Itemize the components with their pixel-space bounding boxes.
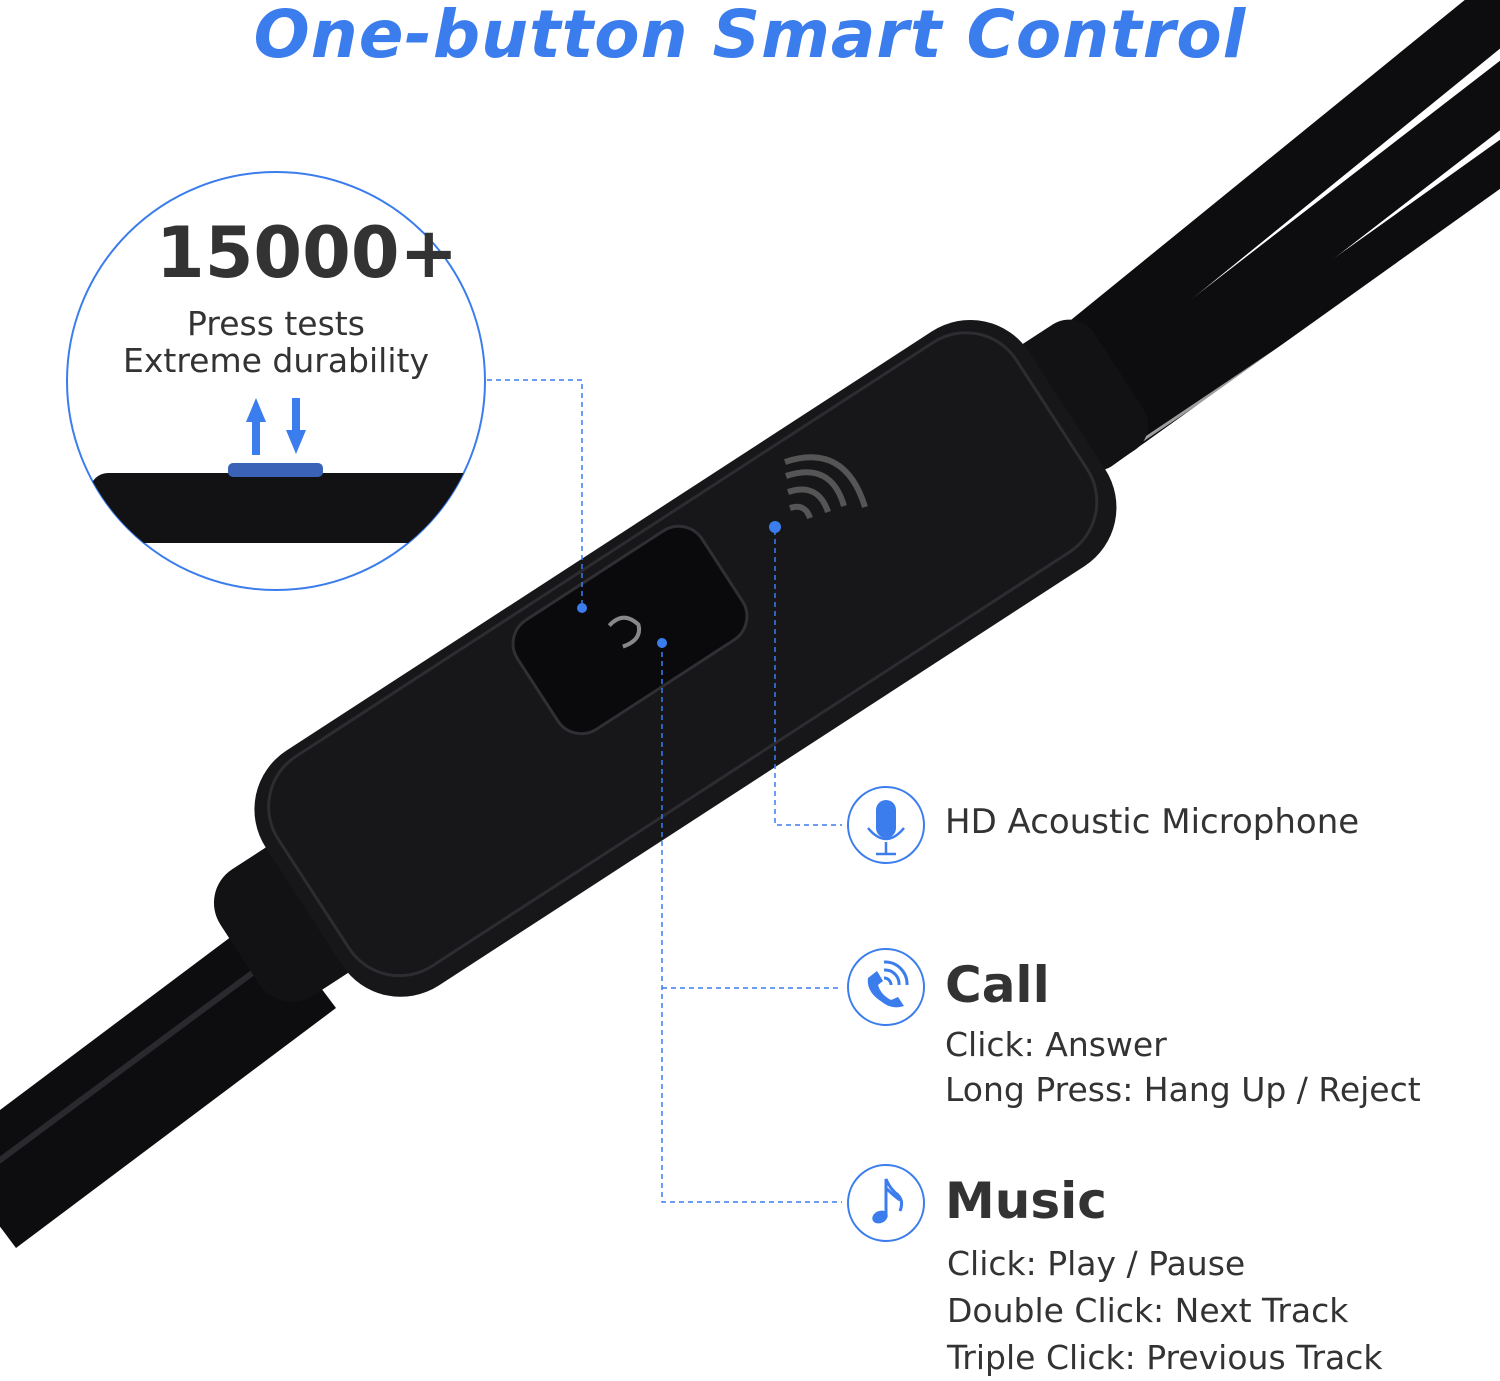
cable-bottom: [0, 912, 336, 1248]
press-arrows-icon: [246, 398, 306, 455]
press-tests-label: Press tests: [187, 304, 365, 343]
connector-lines: [487, 379, 842, 1203]
music-title: Music: [945, 1172, 1107, 1230]
call-long-press: Long Press: Hang Up / Reject: [945, 1070, 1421, 1109]
music-click: Click: Play / Pause: [947, 1244, 1246, 1283]
music-triple-click: Triple Click: Previous Track: [947, 1338, 1383, 1377]
phone-call-icon: [847, 948, 925, 1026]
music-note-icon: [847, 1164, 925, 1242]
page-title: One-button Smart Control: [253, 0, 1247, 73]
durability-callout: [66, 171, 486, 591]
cable-top: [990, 0, 1500, 470]
call-title: Call: [945, 956, 1050, 1014]
microphone-icon: [847, 786, 925, 864]
microphone-title: HD Acoustic Microphone: [945, 802, 1360, 842]
durability-label: Extreme durability: [123, 341, 429, 380]
sound-waves-icon: [784, 454, 868, 520]
control-button: [511, 524, 749, 736]
call-click: Click: Answer: [945, 1025, 1167, 1064]
music-double-click: Double Click: Next Track: [947, 1291, 1349, 1330]
press-count: 15000+: [156, 212, 459, 294]
